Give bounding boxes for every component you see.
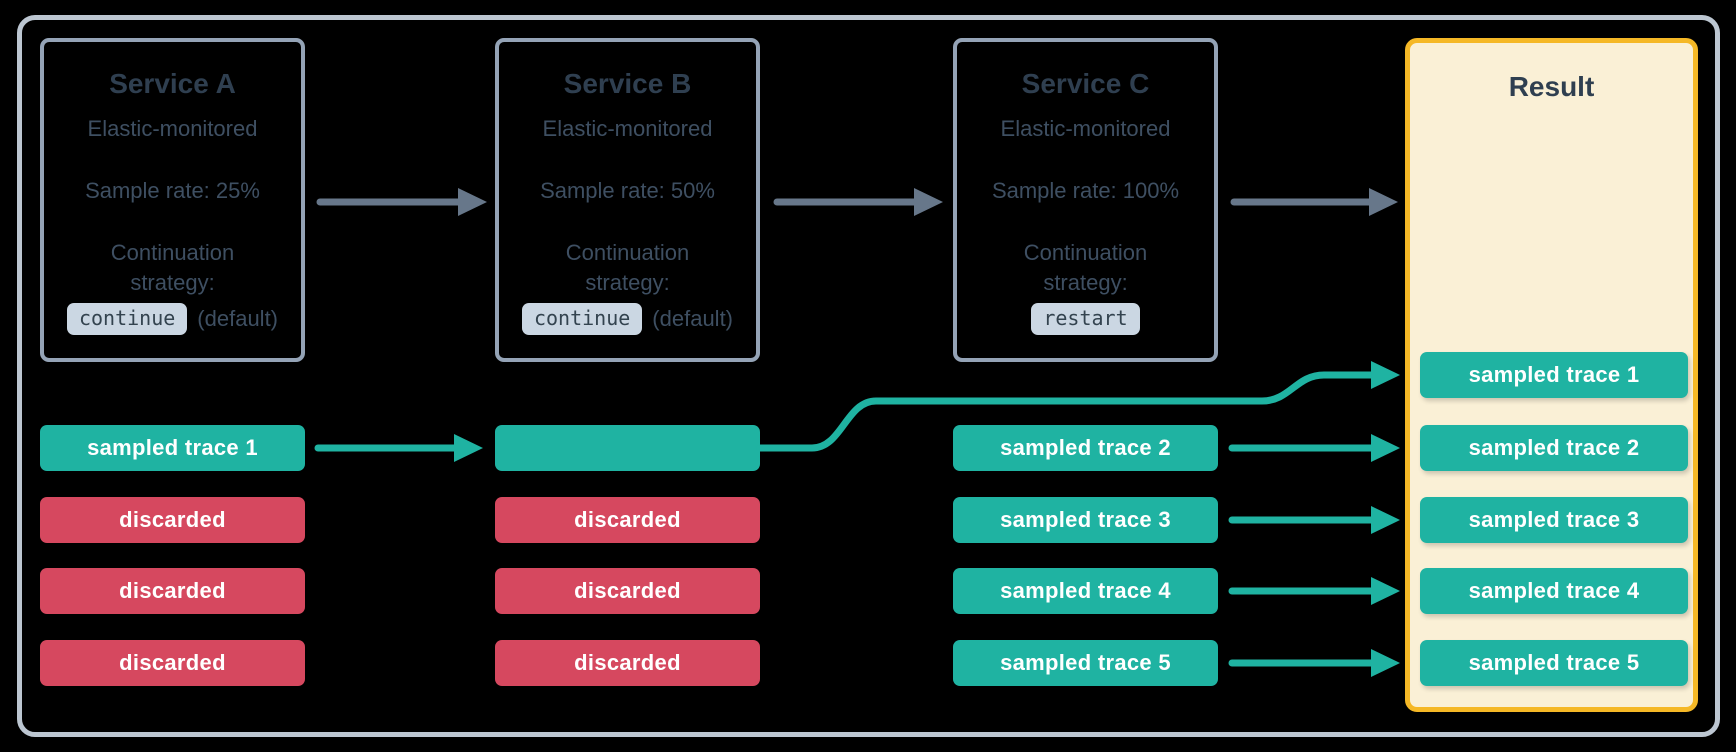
trace-row-c-sampled-4: sampled trace 4 <box>953 568 1218 614</box>
trace-row-b-discarded-3: discarded <box>495 640 760 686</box>
result-row-sampled-5: sampled trace 5 <box>1420 640 1688 686</box>
service-c-subtitle: Elastic-monitored <box>1000 116 1171 141</box>
service-a-subtitle: Elastic-monitored <box>87 116 258 141</box>
trace-row-b-discarded-1: discarded <box>495 497 760 543</box>
trace-row-c-sampled-5: sampled trace 5 <box>953 640 1218 686</box>
service-a-title: Service A <box>109 68 236 99</box>
service-b-subtitle: Elastic-monitored <box>542 116 713 141</box>
service-b-strategy-row: continue (default) <box>521 303 734 335</box>
service-b-strategy-badge: continue <box>521 303 643 335</box>
result-row-sampled-2: sampled trace 2 <box>1420 425 1688 471</box>
diagram-frame <box>17 15 1720 737</box>
result-row-sampled-1: sampled trace 1 <box>1420 352 1688 398</box>
service-a-sample-rate: Sample rate: 25% <box>85 178 260 203</box>
service-c-strategy-label: Continuation strategy: <box>1023 240 1148 295</box>
service-b-box: Service B Elastic-monitored Sample rate:… <box>495 38 760 362</box>
service-b-title: Service B <box>563 68 692 99</box>
trace-row-c-sampled-3: sampled trace 3 <box>953 497 1218 543</box>
result-title: Result <box>1508 71 1595 102</box>
service-a-strategy-label: Continuation strategy: <box>110 240 235 295</box>
service-a-strategy-badge: continue <box>66 303 188 335</box>
trace-row-a-discarded-1: discarded <box>40 497 305 543</box>
service-c-box: Service C Elastic-monitored Sample rate:… <box>953 38 1218 362</box>
service-c-title: Service C <box>1021 68 1150 99</box>
trace-row-a-discarded-2: discarded <box>40 568 305 614</box>
trace-row-a-discarded-3: discarded <box>40 640 305 686</box>
trace-row-b-sampled-unlabeled <box>495 425 760 471</box>
service-b-sample-rate: Sample rate: 50% <box>540 178 715 203</box>
result-row-sampled-3: sampled trace 3 <box>1420 497 1688 543</box>
service-a-strategy-row: continue (default) <box>66 303 279 335</box>
service-c-strategy-row: restart <box>1031 303 1140 335</box>
result-row-sampled-4: sampled trace 4 <box>1420 568 1688 614</box>
trace-row-b-discarded-2: discarded <box>495 568 760 614</box>
service-a-strategy-note: (default) <box>197 306 279 331</box>
service-b-strategy-note: (default) <box>652 306 734 331</box>
service-b-strategy-label: Continuation strategy: <box>565 240 690 295</box>
service-a-box: Service A Elastic-monitored Sample rate:… <box>40 38 305 362</box>
trace-row-c-sampled-2: sampled trace 2 <box>953 425 1218 471</box>
service-c-strategy-badge: restart <box>1031 303 1140 335</box>
service-c-sample-rate: Sample rate: 100% <box>991 178 1180 203</box>
trace-row-a-sampled-1: sampled trace 1 <box>40 425 305 471</box>
